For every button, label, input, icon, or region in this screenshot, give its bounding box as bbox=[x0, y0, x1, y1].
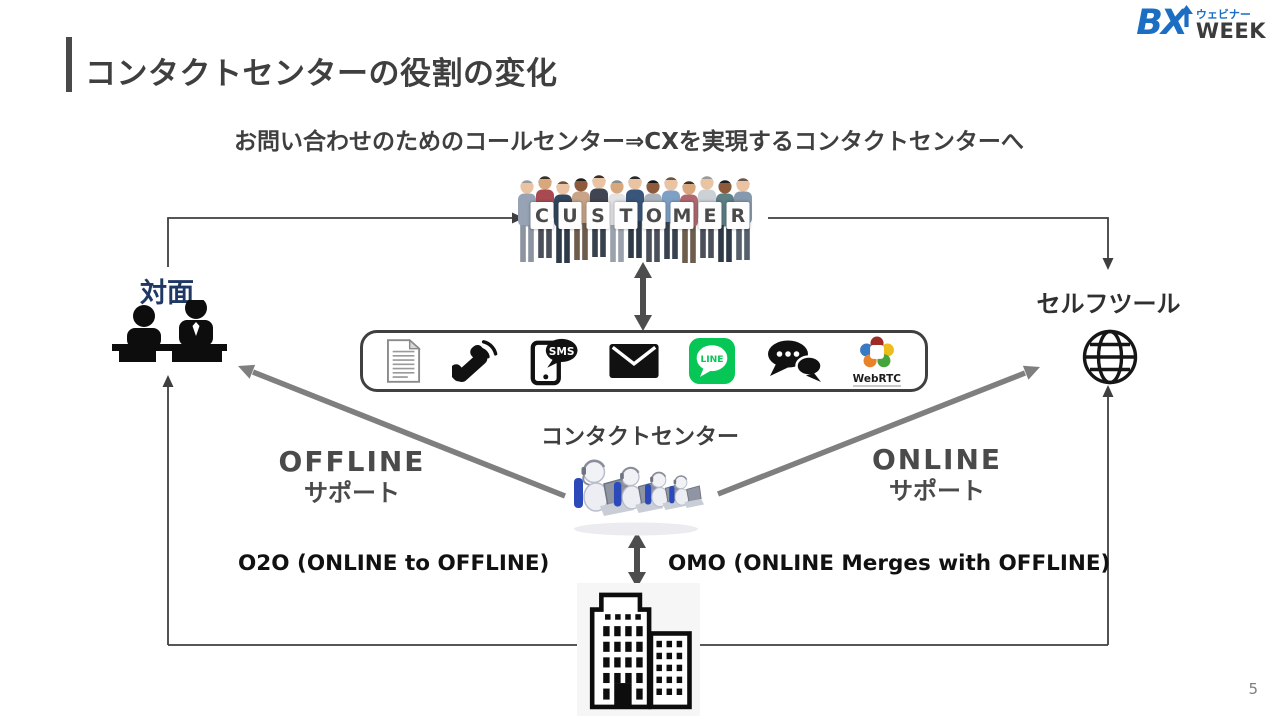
page-title: コンタクトセンターの役割の変化 bbox=[85, 56, 558, 92]
building-icon bbox=[589, 592, 692, 709]
online-sub: サポート bbox=[889, 476, 985, 505]
letter-card: U bbox=[558, 202, 582, 229]
letter-card: S bbox=[586, 202, 610, 229]
line-icon: LINE bbox=[689, 338, 736, 384]
online-title: ONLINE bbox=[871, 443, 1003, 476]
face-to-face-label: 対面 bbox=[140, 278, 194, 309]
chat-bubbles-icon bbox=[766, 339, 823, 383]
letter-card: T bbox=[614, 202, 638, 229]
letter-card: M bbox=[670, 202, 694, 229]
phone-icon bbox=[451, 338, 498, 384]
globe-icon bbox=[1082, 329, 1138, 385]
document-icon bbox=[387, 339, 421, 383]
offline-title: OFFLINE bbox=[278, 445, 426, 478]
reception-desk-icon bbox=[112, 300, 227, 362]
offline-sub: サポート bbox=[304, 478, 400, 507]
subtitle: お問い合わせのためのコールセンター⇒CXを実現するコンタクトセンターへ bbox=[234, 129, 1024, 155]
line-label: LINE bbox=[701, 355, 724, 365]
title-accent-bar bbox=[66, 37, 72, 92]
page-number: 5 bbox=[1248, 680, 1258, 698]
webrtc-label: WebRTC bbox=[852, 373, 901, 388]
letter-card: E bbox=[698, 202, 722, 229]
logo-up-arrow-icon bbox=[1179, 5, 1193, 27]
channel-bar: SMS LINE bbox=[360, 330, 928, 392]
sms-phone-icon: SMS bbox=[528, 336, 578, 386]
offline-support-label: OFFLINE サポート bbox=[252, 445, 452, 508]
logo-webinar-text: ウェビナー bbox=[1195, 8, 1251, 21]
letter-card: O bbox=[642, 202, 666, 229]
logo-bx-text: BX bbox=[1136, 3, 1188, 43]
letter-card: R bbox=[726, 202, 750, 229]
online-support-label: ONLINE サポート bbox=[842, 443, 1032, 506]
logo-week-text: WEEK bbox=[1195, 19, 1266, 44]
omo-label: OMO (ONLINE Merges with OFFLINE) bbox=[668, 551, 1111, 576]
o2o-label: O2O (ONLINE to OFFLINE) bbox=[238, 551, 550, 576]
bx-week-logo: BX ウェビナー WEEK bbox=[1136, 3, 1266, 44]
company-building-image bbox=[577, 583, 700, 716]
letter-card: C bbox=[530, 202, 554, 229]
customer-crowd-image: C U S T O M E R bbox=[515, 168, 765, 263]
email-icon bbox=[609, 344, 659, 378]
webrtc-icon: WebRTC bbox=[852, 335, 901, 388]
contact-center-label: コンタクトセンター bbox=[540, 425, 739, 450]
sms-label: SMS bbox=[549, 346, 575, 358]
self-tool-label: セルフツール bbox=[1036, 290, 1181, 318]
customer-letter-cards: C U S T O M E R bbox=[530, 202, 750, 229]
contact-center-operators-image bbox=[572, 459, 705, 536]
